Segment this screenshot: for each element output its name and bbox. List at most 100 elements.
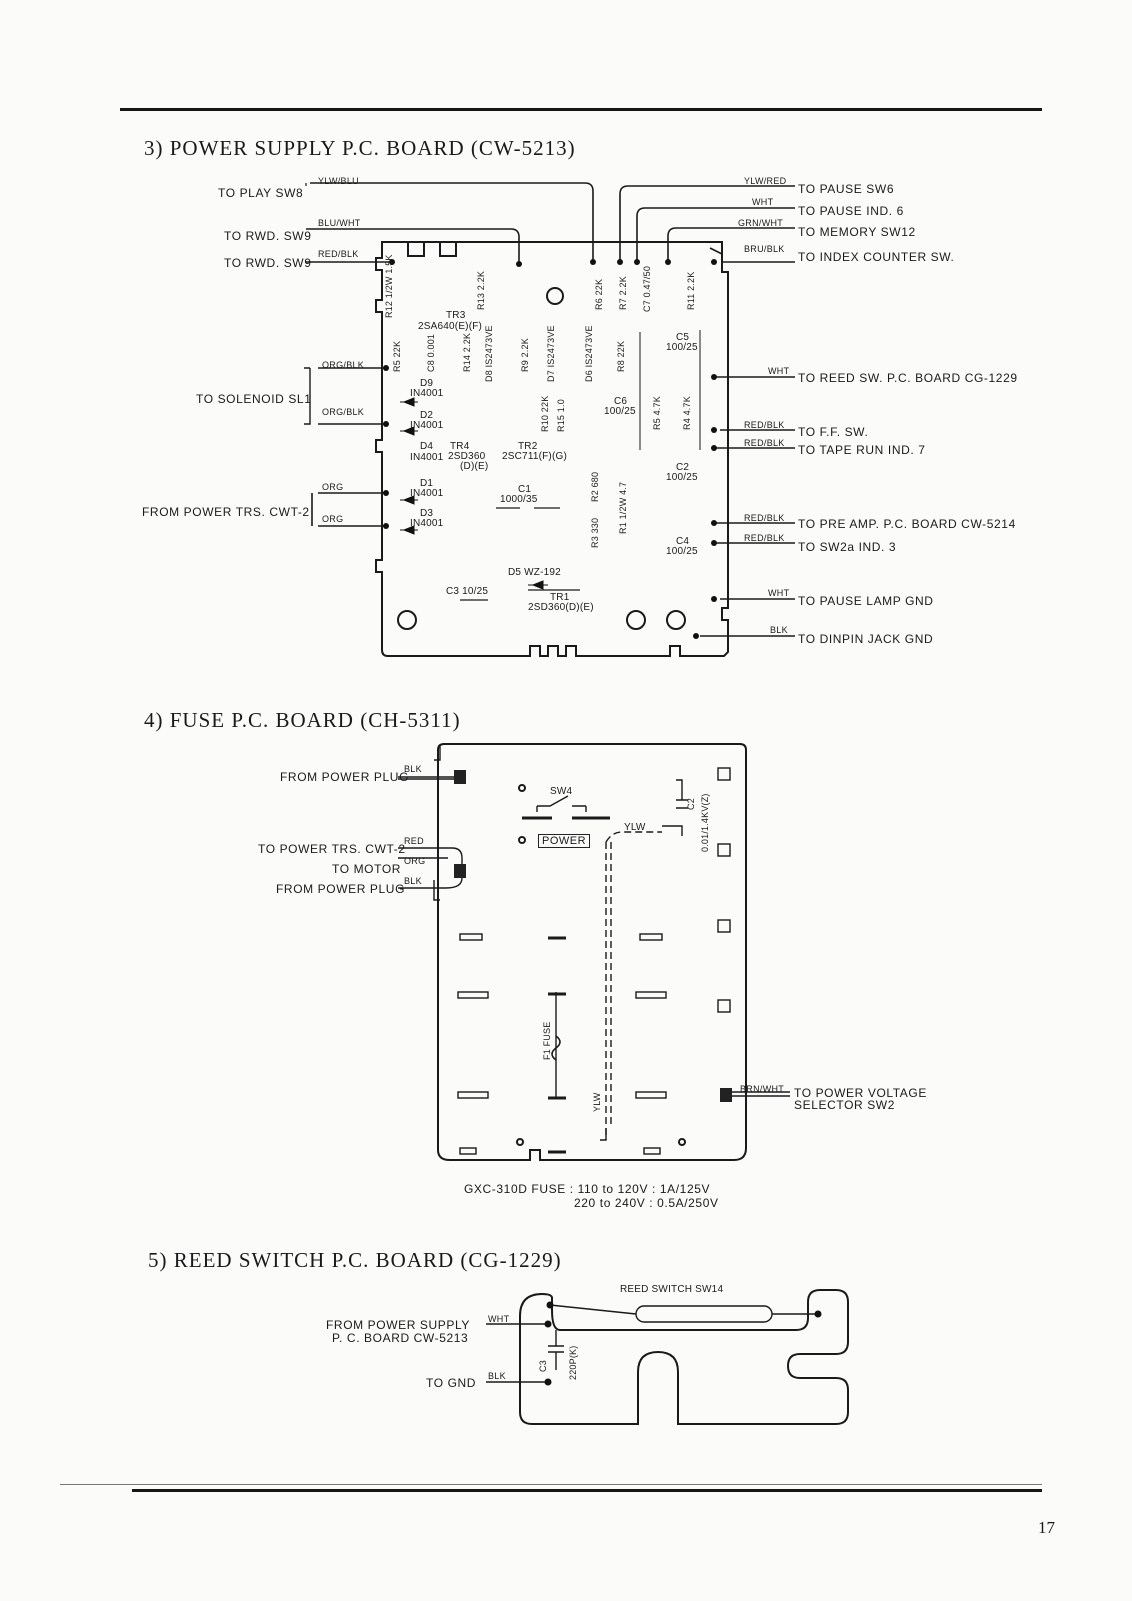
d9-type: IN4001 (410, 388, 444, 399)
d1-type: IN4001 (410, 488, 444, 499)
label-to-sw2a-ind3: TO SW2a IND. 3 (798, 540, 897, 554)
header-rule (120, 108, 1042, 111)
c2-fuse-value: 0.01/1.4KV(Z) (700, 793, 710, 852)
c2-fuse-label: C2 (686, 798, 696, 810)
label-to-solenoid: TO SOLENOID SL1 (196, 392, 312, 406)
tr1-label: TR1 (550, 592, 570, 603)
wire4-blk-a: BLK (404, 764, 422, 774)
label-from-power-supply: FROM POWER SUPPLY (326, 1318, 470, 1332)
wire-wht-a: WHT (752, 197, 774, 207)
label-to-ff-sw: TO F.F. SW. (798, 425, 869, 439)
wire-blk: BLK (770, 625, 788, 635)
fuse-note-1: GXC-310D FUSE : 110 to 120V : 1A/125V (464, 1182, 711, 1196)
label-to-motor: TO MOTOR (332, 862, 402, 876)
tr4-type: 2SD360 (448, 451, 486, 462)
r11-label: R11 2.2K (686, 271, 696, 310)
c6-label: C6 (614, 396, 628, 407)
footer-rule-thin (60, 1484, 1042, 1485)
reed-switch-label: REED SWITCH SW14 (620, 1284, 724, 1295)
r13-label: R13 2.2K (476, 270, 486, 310)
label-to-reed-sw-board: TO REED SW. P.C. BOARD CG-1229 (798, 371, 1018, 385)
r9-label: R9 2.2K (520, 338, 530, 372)
d6-label: D6 IS2473VE (584, 325, 594, 382)
tr2-label: TR2 (518, 441, 538, 452)
r8-label: R8 22K (616, 340, 626, 372)
r10-label: R10 22K (540, 395, 550, 432)
page-number: 17 (1038, 1518, 1055, 1537)
c1-value: 1000/35 (500, 494, 538, 505)
c4-value: 100/25 (666, 546, 698, 557)
label-to-rwd-sw9-a: TO RWD. SW9 (224, 229, 312, 243)
label-to-pause-lamp-gnd: TO PAUSE LAMP GND (798, 594, 934, 608)
label-to-power-voltage: TO POWER VOLTAGE (794, 1086, 927, 1100)
section5-title: 5) REED SWITCH P.C. BOARD (CG-1229) (148, 1248, 562, 1272)
label-to-tape-run-ind7: TO TAPE RUN IND. 7 (798, 443, 926, 457)
r4-label: R4 4.7K (682, 396, 692, 430)
c2-value: 100/25 (666, 472, 698, 483)
wire-org-blk-b: ORG/BLK (322, 407, 365, 417)
label-from-power-plug-a: FROM POWER PLUG (280, 770, 410, 784)
wire-wht-b: WHT (768, 366, 790, 376)
r15-label: R15 1.0 (556, 399, 566, 432)
d1-label: D1 (420, 478, 434, 489)
d2-type: IN4001 (410, 420, 444, 431)
label-pc-board-cw5213: P. C. BOARD CW-5213 (332, 1331, 469, 1345)
section3-title: 3) POWER SUPPLY P.C. BOARD (CW-5213) (144, 136, 576, 160)
wire4-brn-wht: BRN/WHT (740, 1084, 785, 1094)
fuse-label: F1 FUSE (542, 1021, 552, 1060)
wire4-red: RED (404, 836, 424, 846)
wire-red-blk-a: RED/BLK (744, 420, 785, 430)
r1-label: R1 1/2W 4.7 (618, 481, 628, 534)
tr2-type: 2SC711(F)(G) (502, 451, 568, 462)
fuse-note-2: 220 to 240V : 0.5A/250V (574, 1196, 719, 1210)
tr1-type: 2SD360(D)(E) (528, 602, 594, 613)
label-to-gnd: TO GND (426, 1376, 477, 1390)
c3-reed-value: 220P(K) (568, 1345, 578, 1380)
tr3-type: 2SA640(E)(F) (418, 321, 483, 332)
sw4-label: SW4 (550, 786, 573, 797)
label-to-pre-amp-board: TO PRE AMP. P.C. BOARD CW-5214 (798, 517, 1016, 531)
wire-red-blk: RED/BLK (318, 249, 359, 259)
label-to-pause-sw6: TO PAUSE SW6 (798, 182, 895, 196)
d8-label: D8 IS2473VE (484, 325, 494, 382)
wire-org-b: ORG (322, 514, 344, 524)
d7-label: D7 IS2473VE (546, 325, 556, 382)
d3-label: D3 (420, 508, 434, 519)
label-to-rwd-sw9-b: TO RWD. SW9 (224, 256, 312, 270)
r2-label: R2 680 (590, 471, 600, 502)
label-from-power-trs: FROM POWER TRS. CWT-2 (142, 505, 310, 519)
d2-label: D2 (420, 410, 434, 421)
wire5-blk: BLK (488, 1371, 506, 1381)
c5-label: C5 (676, 332, 690, 343)
label-to-index-counter: TO INDEX COUNTER SW. (798, 250, 955, 264)
tr3-label: TR3 (446, 310, 466, 321)
c1-label: C1 (518, 484, 532, 495)
label-selector-sw2: SELECTOR SW2 (794, 1098, 896, 1112)
label-to-power-trs: TO POWER TRS. CWT-2 (258, 842, 406, 856)
wire-org-blk-a: ORG/BLK (322, 360, 365, 370)
wire-ylw-red: YLW/RED (744, 176, 787, 186)
label-to-memory-sw12: TO MEMORY SW12 (798, 225, 916, 239)
wire4-org: ORG (404, 856, 426, 866)
c7-label: C7 0.47/50 (642, 265, 652, 312)
c3-label: C3 10/25 (446, 586, 489, 597)
footer-rule (132, 1489, 1042, 1492)
wire-red-blk-d: RED/BLK (744, 533, 785, 543)
power-switch-box: POWER (538, 834, 591, 848)
label-to-dinpin-jack-gnd: TO DINPIN JACK GND (798, 632, 934, 646)
r6-label: R6 22K (594, 278, 604, 310)
c3-reed-label: C3 (538, 1360, 548, 1372)
c4-label: C4 (676, 536, 690, 547)
r7-label: R7 2.2K (618, 276, 628, 310)
ylw-label-2: YLW (592, 1092, 602, 1112)
r14-label: R14 2.2K (462, 332, 472, 372)
tr4-rank: (D)(E) (460, 461, 489, 472)
wire5-wht: WHT (488, 1314, 510, 1324)
r12-label: R12 1/2W 1.5K (384, 254, 394, 318)
c5-value: 100/25 (666, 342, 698, 353)
r3-label: R3 330 (590, 517, 600, 548)
wire-blu-wht: BLU/WHT (318, 218, 361, 228)
r5b-label: R5 4.7K (652, 396, 662, 430)
c6-value: 100/25 (604, 406, 636, 417)
